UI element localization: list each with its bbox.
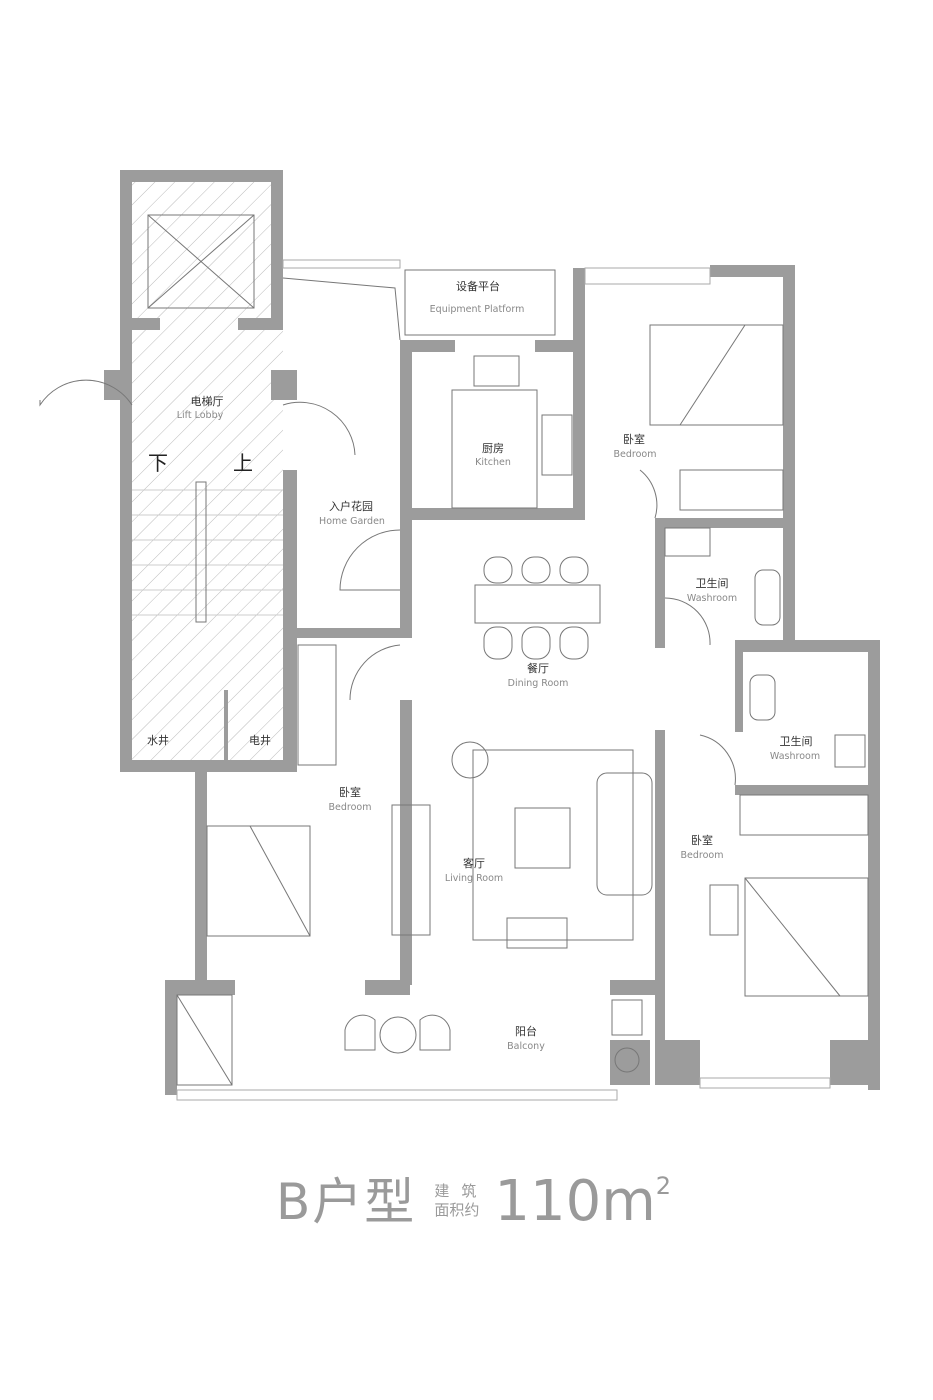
svg-text:餐厅: 餐厅 xyxy=(527,661,549,675)
svg-text:Bedroom: Bedroom xyxy=(681,850,724,861)
area-value: 110m xyxy=(494,1169,656,1234)
svg-text:Living Room: Living Room xyxy=(445,873,503,884)
unit-type: B户型 xyxy=(276,1173,417,1231)
svg-text:Bedroom: Bedroom xyxy=(329,802,372,813)
area-label: 建筑 面积约 xyxy=(434,1182,488,1220)
room-bedroom-w: 卧室 Bedroom xyxy=(329,785,372,813)
svg-text:Home Garden: Home Garden xyxy=(319,516,385,527)
room-home-garden: 入户花园 Home Garden xyxy=(319,499,385,527)
room-bedroom-se: 卧室 Bedroom xyxy=(681,833,724,861)
svg-text:Equipment Platform: Equipment Platform xyxy=(430,304,525,315)
lobby-hatch xyxy=(132,330,283,760)
unit-caption: B户型 建筑 面积约 110m 2 xyxy=(276,1172,671,1232)
svg-text:电梯厅: 电梯厅 xyxy=(191,395,224,408)
outlines xyxy=(39,214,869,1101)
svg-text:阳台: 阳台 xyxy=(515,1024,537,1038)
svg-text:入户花园: 入户花园 xyxy=(329,499,373,513)
water-shaft-label: 水井 xyxy=(147,733,169,747)
electric-shaft-label: 电井 xyxy=(249,733,271,747)
svg-text:卫生间: 卫生间 xyxy=(696,576,729,590)
area-label-line2: 面积约 xyxy=(434,1201,480,1219)
area-unit-sup: 2 xyxy=(655,1172,672,1200)
svg-text:Washroom: Washroom xyxy=(687,593,737,604)
svg-text:卫生间: 卫生间 xyxy=(780,734,813,748)
room-kitchen: 厨房 Kitchen xyxy=(475,442,511,468)
svg-text:客厅: 客厅 xyxy=(463,856,485,870)
room-equipment-platform: 设备平台 Equipment Platform xyxy=(430,279,525,315)
svg-text:Kitchen: Kitchen xyxy=(475,457,511,468)
svg-text:Balcony: Balcony xyxy=(507,1041,545,1052)
room-washroom-1: 卫生间 Washroom xyxy=(687,576,737,604)
svg-text:卧室: 卧室 xyxy=(691,833,713,847)
room-balcony: 阳台 Balcony xyxy=(507,1024,545,1052)
room-dining-room: 餐厅 Dining Room xyxy=(508,661,569,689)
svg-text:Washroom: Washroom xyxy=(770,751,820,762)
walls xyxy=(104,170,880,1095)
room-washroom-2: 卫生间 Washroom xyxy=(770,734,820,762)
room-labels: 电梯厅 Lift Lobby 设备平台 Equipment Platform 厨房 K… xyxy=(147,279,820,1052)
svg-text:卧室: 卧室 xyxy=(339,785,361,799)
svg-text:卧室: 卧室 xyxy=(623,432,645,446)
svg-text:厨房: 厨房 xyxy=(482,442,504,455)
svg-text:Bedroom: Bedroom xyxy=(614,449,657,460)
svg-text:Dining Room: Dining Room xyxy=(508,678,569,689)
room-living-room: 客厅 Living Room xyxy=(445,856,503,884)
stair-down-label: 下 xyxy=(148,451,168,475)
svg-text:Lift Lobby: Lift Lobby xyxy=(177,410,224,421)
area-label-line1: 建筑 xyxy=(434,1182,489,1200)
svg-text:设备平台: 设备平台 xyxy=(456,279,500,293)
lift-shaft-hatch xyxy=(132,182,271,330)
stair-up-label: 上 xyxy=(233,451,253,475)
room-lift-lobby: 电梯厅 Lift Lobby xyxy=(177,395,224,421)
room-bedroom-ne: 卧室 Bedroom xyxy=(614,432,657,460)
